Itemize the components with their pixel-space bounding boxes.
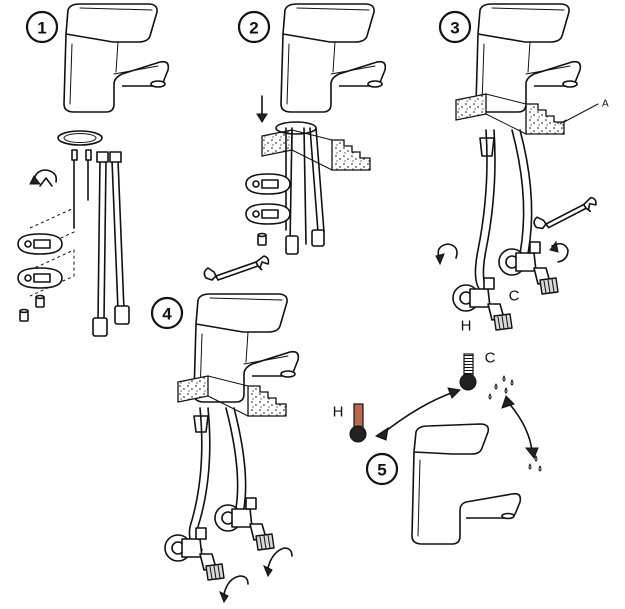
step-number: 2 bbox=[249, 19, 258, 38]
cold-thermometer-icon bbox=[459, 353, 477, 391]
step-number: 4 bbox=[162, 305, 172, 324]
step-number: 3 bbox=[450, 19, 459, 38]
label-c-cold: C bbox=[509, 288, 520, 305]
step-3-illustration: A C H bbox=[435, 3, 609, 335]
step-1-illustration bbox=[17, 3, 170, 337]
label-a: A bbox=[602, 99, 609, 110]
label-h-hot: H bbox=[333, 404, 344, 421]
step-2-illustration bbox=[203, 3, 387, 281]
step-4-badge: 4 bbox=[150, 296, 184, 330]
step-number: 1 bbox=[37, 19, 46, 38]
step-3-badge: 3 bbox=[438, 10, 472, 44]
label-c-cold: C bbox=[485, 350, 496, 367]
water-droplets-icon bbox=[488, 375, 542, 472]
step-5-badge: 5 bbox=[365, 452, 399, 486]
step-5-illustration: C H bbox=[333, 350, 542, 545]
step-4-illustration bbox=[164, 293, 300, 604]
step-1-badge: 1 bbox=[25, 10, 59, 44]
hot-thermometer-icon bbox=[349, 403, 367, 443]
label-h-hot: H bbox=[461, 318, 472, 335]
step-2-badge: 2 bbox=[237, 10, 271, 44]
step-number: 5 bbox=[377, 461, 386, 480]
